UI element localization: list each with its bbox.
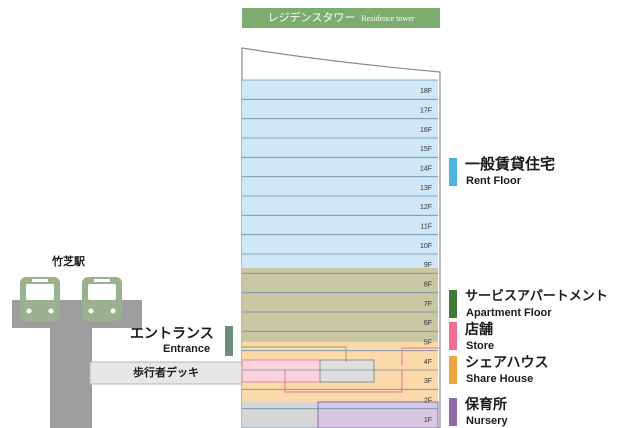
floor-label: 8F <box>424 281 432 288</box>
floor-label: 3F <box>424 378 432 385</box>
store-label-jp: 店舗 <box>465 322 493 338</box>
store-area <box>241 359 321 383</box>
nursery-label-en: Nursery <box>466 415 508 427</box>
train-icon <box>20 277 60 321</box>
floor-labels: 18F 17F 16F 15F 14F 13F 12F 11F 10F 9F 8F 7F 6F 5F 4F 3… <box>420 88 432 424</box>
share-house-label-jp: シェアハウス <box>465 355 549 371</box>
rent-floors <box>242 80 438 268</box>
floor-label: 15F <box>420 146 432 153</box>
store-color-bar <box>449 322 457 350</box>
apartment-color-bar <box>449 290 457 318</box>
apartment-label-jp: サービスアパートメント <box>465 289 608 304</box>
tower-title-en: Residence tower <box>361 14 415 23</box>
apartment-label-en: Apartment Floor <box>466 307 552 319</box>
store-label-en: Store <box>466 340 495 352</box>
tower-title-banner: レジデンスタワー Residence tower <box>242 8 440 28</box>
entrance-label-jp: エントランス <box>130 326 214 342</box>
floor-label: 14F <box>420 165 432 172</box>
station-name: 竹芝駅 <box>52 255 85 268</box>
floor-label: 4F <box>424 359 432 366</box>
deck-label: 歩行者デッキ <box>133 366 199 379</box>
apartment-floors <box>242 268 438 342</box>
floor-label: 12F <box>420 204 432 211</box>
nursery-color-bar <box>449 398 457 426</box>
share-house-label-en: Share House <box>466 373 534 385</box>
floor-label: 7F <box>424 301 432 308</box>
rent-label-en: Rent Floor <box>466 175 521 187</box>
train-icon <box>82 277 122 321</box>
floor-dividers <box>242 79 438 428</box>
floor-label: 1F <box>424 417 432 424</box>
floor-label: 6F <box>424 320 432 327</box>
floor-label: 18F <box>420 88 432 95</box>
deck-inside-area <box>319 359 375 383</box>
share-house-color-bar <box>449 356 457 384</box>
floor-label: 9F <box>424 262 432 269</box>
floor-label: 13F <box>420 185 432 192</box>
connector-lines <box>242 346 440 393</box>
rent-label-jp: 一般賃貸住宅 <box>465 155 556 173</box>
entrance-label-en: Entrance <box>163 343 211 355</box>
entrance-color-bar <box>225 326 233 356</box>
rent-color-bar <box>449 158 457 186</box>
floor-label: 16F <box>420 127 432 134</box>
nursery-label-jp: 保育所 <box>465 397 507 413</box>
floor-label: 11F <box>420 223 432 230</box>
floor-label: 5F <box>424 339 432 346</box>
floor-label: 10F <box>420 243 432 250</box>
floor-label: 17F <box>420 107 432 114</box>
nursery-area <box>317 401 439 428</box>
floor-label: 2F <box>424 397 432 404</box>
tower-title-jp: レジデンスタワー <box>267 11 356 24</box>
